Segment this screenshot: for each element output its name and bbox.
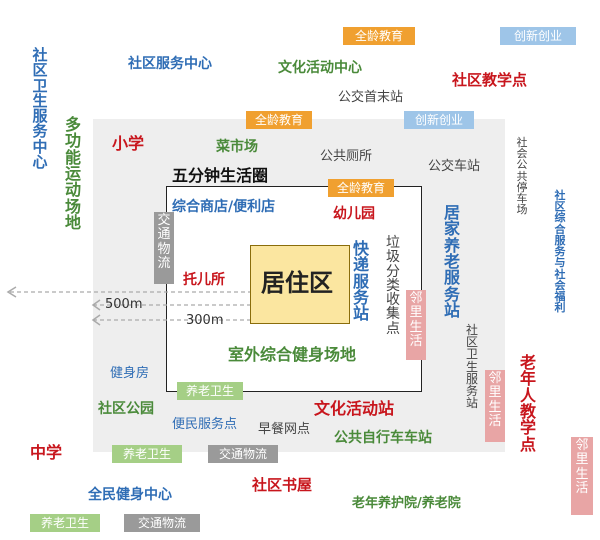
residential-area-label: 居住区: [261, 269, 333, 297]
neighbor-life-vtag-inner: 邻里生活: [406, 290, 426, 360]
residential-core: [250, 245, 350, 324]
innovation-tag-10: 创新创业: [404, 111, 474, 129]
elder-health-tag-10: 养老卫生: [177, 382, 243, 400]
shop-label: 综合商店/便利店: [172, 199, 276, 215]
neighbor-life-vtag-10: 邻里生活: [485, 370, 505, 442]
community-school-point-label: 社区教学点: [452, 71, 528, 89]
convenience-service-label: 便民服务点: [172, 417, 238, 432]
community-library-label: 社区书屋: [252, 476, 313, 494]
arrow-15min-head: [6, 286, 17, 298]
outdoor-fitness-label: 室外综合健身场地: [228, 345, 357, 364]
public-parking-label: 社会公共停车场: [516, 136, 528, 217]
garbage-point-label: 垃圾分类收集点: [386, 235, 400, 337]
kindergarten-label: 幼儿园: [333, 206, 375, 222]
gym-label: 健身房: [110, 366, 150, 381]
fitness-center-label: 全民健身中心: [88, 487, 172, 503]
primary-school-label: 小学: [112, 134, 145, 153]
transit-logistics-tag-15: 交通物流: [124, 514, 200, 532]
five-minute-circle-title: 五分钟生活圈: [170, 166, 271, 185]
welfare-services-label: 社区综合服务与社会福利: [554, 189, 566, 315]
middle-school-label: 中学: [30, 443, 63, 462]
breakfast-outlet-label: 早餐网点: [258, 422, 311, 437]
elder-health-tag-15-top: 养老卫生: [112, 445, 182, 463]
community-service-center-label: 社区服务中心: [128, 56, 212, 72]
bus-terminal-label: 公交首末站: [338, 90, 404, 105]
nursing-home-label: 老年养护院/养老院: [352, 496, 461, 511]
elder-health-tag-15: 养老卫生: [30, 514, 100, 532]
market-label: 菜市场: [216, 139, 258, 155]
bike-station-label: 公共自行车车站: [334, 430, 432, 446]
distance-300m: 300m: [186, 313, 224, 328]
all-age-edu-tag-10: 全龄教育: [246, 111, 312, 129]
distance-500m: 500m: [105, 297, 143, 312]
innovation-tag-15: 创新创业: [500, 27, 576, 45]
culture-center-label: 文化活动中心: [278, 60, 362, 76]
all-age-edu-tag-15: 全龄教育: [343, 27, 415, 45]
culture-station-label: 文化活动站: [314, 399, 395, 418]
home-care-station-label: 居家养老服务站: [443, 203, 460, 320]
health-center-label: 社区卫生服务中心: [32, 46, 48, 172]
multi-sports-field-label: 多功能运动场地: [64, 115, 81, 232]
neighbor-life-vtag-15: 邻里生活: [571, 437, 593, 515]
public-toilet-label: 公共厕所: [320, 149, 373, 164]
courier-station-label: 快递服务站: [352, 239, 369, 324]
transit-logistics-vtag-inner: 交通物流: [154, 212, 174, 284]
elder-school-point-label: 老年人教学点: [519, 353, 536, 454]
all-age-edu-tag-inner: 全龄教育: [328, 179, 394, 197]
transit-logistics-tag-10: 交通物流: [208, 445, 278, 463]
community-park-label: 社区公园: [98, 401, 154, 417]
daycare-label: 托儿所: [183, 272, 225, 288]
health-station-label: 社区卫生服务站: [465, 323, 478, 411]
bus-stop-label: 公交车站: [428, 159, 481, 174]
